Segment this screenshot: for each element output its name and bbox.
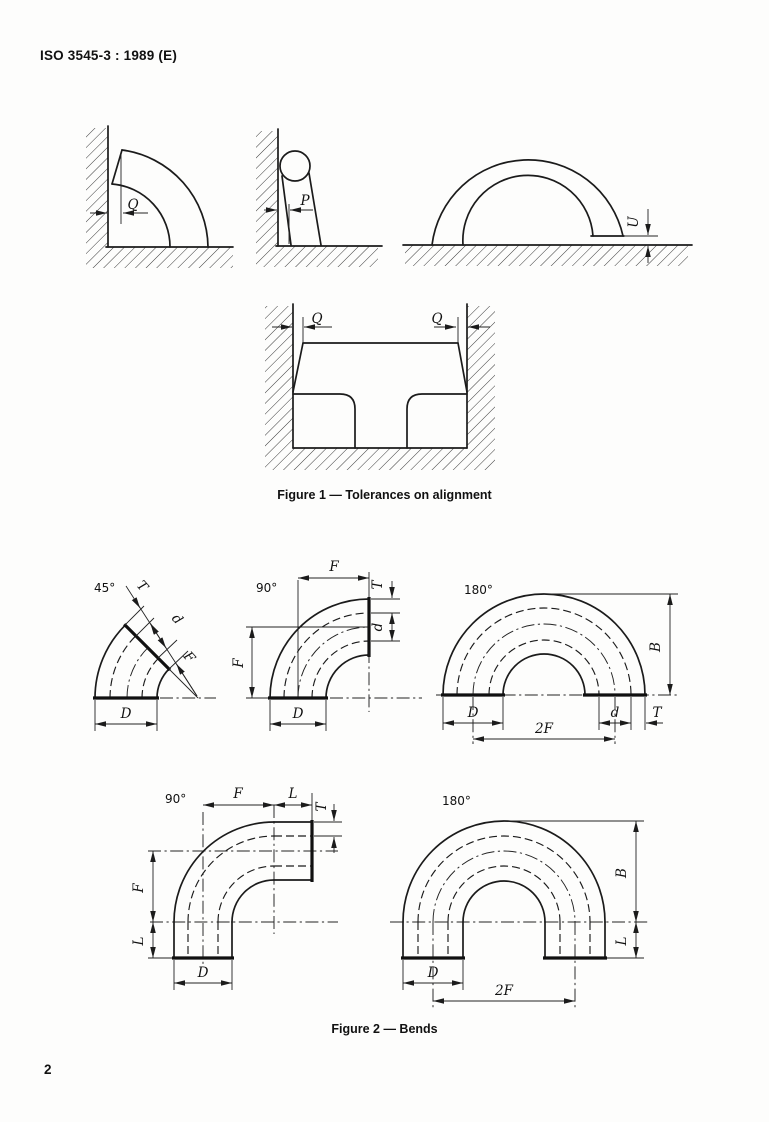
fig1-bend-on-floor: U — [402, 159, 693, 266]
dim-label-l-left: L — [131, 936, 147, 946]
angle-label-90: 90° — [256, 581, 277, 595]
dim-label-l-top: L — [288, 786, 298, 802]
fig2-bend-180-legs: B L D 2F 180° — [390, 794, 650, 1008]
dim-label-D: D — [427, 965, 439, 981]
angle-label-45: 45° — [94, 581, 115, 595]
dim-label-b: B — [614, 868, 630, 879]
dim-label-2f: 2F — [494, 983, 514, 999]
document-reference: ISO 3545-3 : 1989 (E) — [40, 48, 178, 63]
dim-label-f: F — [179, 648, 198, 667]
dim-label-t: T — [314, 802, 330, 812]
dim-label-f-left: F — [231, 658, 247, 669]
dim-label-d: d — [168, 611, 186, 628]
dim-label-q-left: Q — [311, 311, 322, 327]
dim-label-D: D — [467, 705, 479, 721]
dim-label-u: U — [626, 216, 642, 228]
dim-label-D: D — [120, 706, 132, 722]
fig2-bend-180: B D d T 2F 180° — [436, 583, 678, 744]
fig1-elbow-at-wall: Q — [86, 125, 234, 268]
dim-label-q: Q — [127, 197, 138, 213]
angle-label-180: 180° — [464, 583, 493, 597]
dim-label-D: D — [292, 706, 304, 722]
fig2-elbow-90: F T d F D 90° — [231, 559, 422, 731]
page-number: 2 — [44, 1062, 52, 1077]
dim-label-f-top: F — [232, 786, 243, 802]
dim-label-d: d — [370, 622, 386, 631]
figure2-caption: Figure 2 — Bends — [331, 1022, 438, 1036]
fig1-pipe-at-wall: P — [256, 128, 383, 267]
dim-label-D: D — [197, 965, 209, 981]
fig2-bend-90-legs: F L T F L D 90° — [131, 786, 342, 990]
dim-label-b: B — [648, 642, 664, 653]
dim-label-t: T — [133, 578, 152, 596]
dim-label-l: L — [614, 936, 630, 946]
dim-label-p: P — [299, 193, 310, 209]
figure1-caption: Figure 1 — Tolerances on alignment — [277, 488, 492, 502]
dim-label-d: d — [611, 705, 620, 721]
angle-label-90: 90° — [165, 792, 186, 806]
dim-label-t: T — [652, 705, 662, 721]
dim-label-q-right: Q — [431, 311, 442, 327]
fig1-tee-between-walls: Q Q — [265, 303, 495, 470]
dim-label-f-top: F — [328, 559, 339, 575]
fig2-elbow-45: 45° T d F D — [93, 578, 216, 731]
dim-label-2f: 2F — [534, 721, 554, 737]
dim-label-f-left: F — [131, 883, 147, 894]
angle-label-180: 180° — [442, 794, 471, 808]
dim-label-t: T — [370, 580, 386, 590]
